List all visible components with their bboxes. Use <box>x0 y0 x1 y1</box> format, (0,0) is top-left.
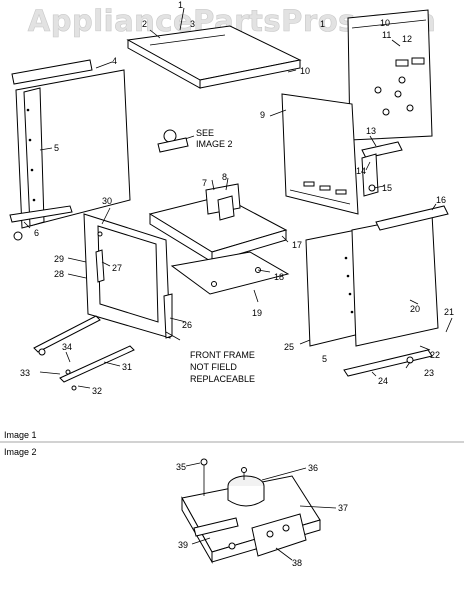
front-frame <box>83 213 173 339</box>
callout-10a: 10 <box>300 66 310 76</box>
callout-37: 37 <box>338 503 348 513</box>
callout-31: 31 <box>122 362 132 372</box>
callout-24: 24 <box>378 376 388 386</box>
callout-1b: 1 <box>320 19 325 29</box>
bottom-rails <box>33 315 135 391</box>
callout-5a: 5 <box>54 143 59 153</box>
callout-1: 1 <box>178 0 183 10</box>
top-panel <box>126 25 302 89</box>
callout-36: 36 <box>308 463 318 473</box>
callout-3: 3 <box>190 19 195 29</box>
bracket-assembly <box>361 141 403 197</box>
callout-28: 28 <box>54 269 64 279</box>
rear-panel <box>347 9 433 141</box>
callout-38: 38 <box>292 558 302 568</box>
callout-13: 13 <box>366 126 376 136</box>
callouts-image-2: 35 36 37 38 39 <box>176 462 348 568</box>
callout-11: 11 <box>382 30 391 40</box>
oven-cavity-base <box>148 183 288 263</box>
callout-16: 16 <box>436 195 446 205</box>
callout-26: 26 <box>182 320 192 330</box>
callout-17: 17 <box>292 240 302 250</box>
see-image-note-line1: SEE <box>196 128 214 138</box>
callout-21: 21 <box>444 307 454 317</box>
see-image-note-line2: IMAGE 2 <box>196 139 233 149</box>
callout-39: 39 <box>178 540 188 550</box>
callout-27: 27 <box>112 263 122 273</box>
notes: SEE IMAGE 2 FRONT FRAME NOT FIELD REPLAC… <box>190 128 255 384</box>
front-frame-note-line3: REPLACEABLE <box>190 374 255 384</box>
callout-6: 6 <box>34 228 39 238</box>
right-inner-panel <box>281 93 359 215</box>
callout-23: 23 <box>424 368 434 378</box>
callout-12: 12 <box>402 34 412 44</box>
callout-25: 25 <box>284 342 294 352</box>
callout-2: 2 <box>142 19 147 29</box>
right-outer-panel <box>305 205 449 377</box>
callout-15: 15 <box>382 183 392 193</box>
left-side-panel <box>9 59 131 241</box>
callout-30: 30 <box>102 196 112 206</box>
thermostat-thumbnail <box>157 129 189 153</box>
callout-8: 8 <box>222 172 227 182</box>
callout-4: 4 <box>112 56 117 66</box>
callout-29: 29 <box>54 254 64 264</box>
callout-20: 20 <box>410 304 420 314</box>
callout-33: 33 <box>20 368 30 378</box>
front-frame-note-line1: FRONT FRAME <box>190 350 255 360</box>
callout-9: 9 <box>260 110 265 120</box>
front-frame-note-line2: NOT FIELD <box>190 362 237 372</box>
callout-10b: 10 <box>380 18 390 28</box>
callout-22: 22 <box>430 350 440 360</box>
section-label-image-2: Image 2 <box>4 447 37 457</box>
callout-7: 7 <box>202 178 207 188</box>
callout-19: 19 <box>252 308 262 318</box>
callout-34: 34 <box>62 342 72 352</box>
lower-plate <box>170 251 290 295</box>
callout-32: 32 <box>92 386 102 396</box>
callouts-image-1: 1 2 3 1 4 10 10 11 12 5 6 9 13 14 15 16 … <box>20 0 454 396</box>
callout-14: 14 <box>356 166 366 176</box>
callout-5b: 5 <box>322 354 327 364</box>
callout-18: 18 <box>274 272 284 282</box>
section-label-image-1: Image 1 <box>4 430 37 440</box>
callout-35: 35 <box>176 462 186 472</box>
thermostat-assembly <box>181 458 337 564</box>
